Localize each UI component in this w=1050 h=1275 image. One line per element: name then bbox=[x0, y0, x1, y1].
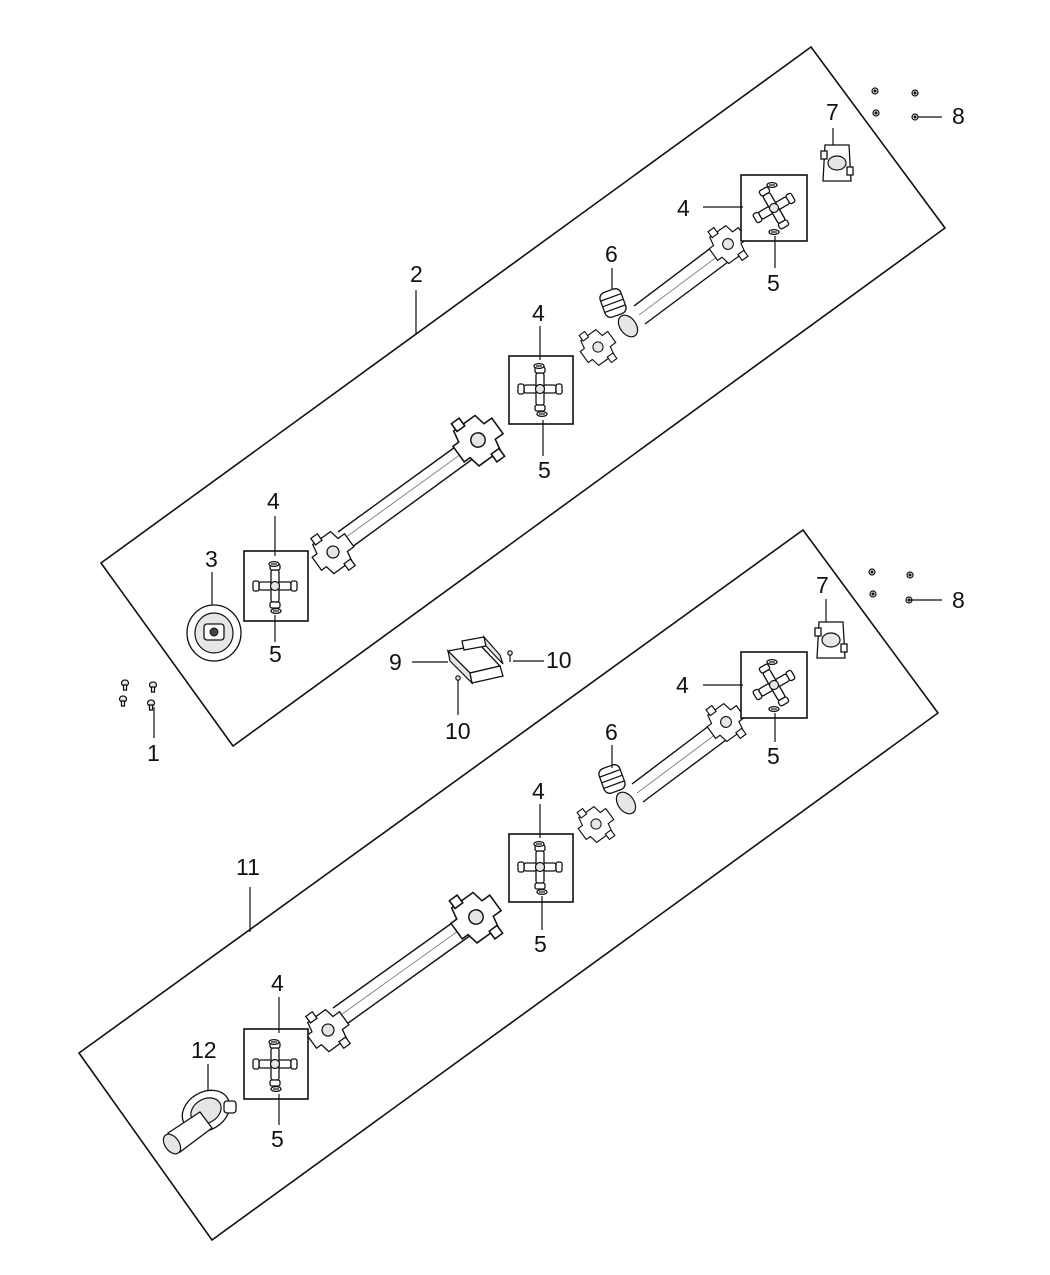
ujoint-kit-lower-left bbox=[243, 1028, 309, 1100]
boot-part-6 bbox=[599, 288, 627, 318]
assembly-11-group bbox=[77, 528, 940, 1242]
callout-5-upper-right: 5 bbox=[767, 270, 780, 296]
callout-2: 2 bbox=[410, 261, 423, 287]
assembly-2-short-shaft bbox=[571, 215, 756, 375]
assembly-2-outline bbox=[99, 45, 947, 748]
nuts-part-8-upper bbox=[871, 87, 919, 121]
callout-6-upper: 6 bbox=[605, 241, 618, 267]
heat-shield-part-9 bbox=[446, 634, 504, 685]
callout-4-lower-right: 4 bbox=[676, 672, 689, 698]
nuts-part-8-lower bbox=[868, 568, 914, 604]
callout-9: 9 bbox=[389, 649, 402, 675]
center-bearing-part-3 bbox=[186, 604, 242, 662]
ujoint-kit-upper-right bbox=[740, 174, 808, 242]
assembly-11-long-shaft bbox=[297, 878, 514, 1062]
boot-part-6-lower bbox=[598, 764, 626, 794]
callout-5-upper-left: 5 bbox=[269, 641, 282, 667]
assembly-2-long-shaft bbox=[302, 401, 516, 584]
flange-part-7 bbox=[820, 144, 854, 182]
callout-7-lower: 7 bbox=[816, 572, 829, 598]
ujoint-kit-lower-right bbox=[740, 651, 808, 719]
callout-3: 3 bbox=[205, 546, 218, 572]
callout-5-lower-right: 5 bbox=[767, 743, 780, 769]
callout-4-upper-right: 4 bbox=[677, 195, 690, 221]
callout-5-lower-middle: 5 bbox=[534, 931, 547, 957]
assembly-2-group bbox=[99, 45, 947, 748]
callout-7-upper: 7 bbox=[826, 99, 839, 125]
callout-5-upper-middle: 5 bbox=[538, 457, 551, 483]
callout-10-bottom: 10 bbox=[445, 718, 471, 744]
callout-4-lower-middle: 4 bbox=[532, 778, 545, 804]
ujoint-kit-upper-middle bbox=[508, 355, 574, 425]
callout-8-upper: 8 bbox=[952, 103, 965, 129]
callout-4-lower-left: 4 bbox=[271, 970, 284, 996]
slip-yoke-part-12 bbox=[162, 1089, 237, 1155]
bolts-part-1 bbox=[118, 679, 158, 711]
callout-4-upper-middle: 4 bbox=[532, 300, 545, 326]
callout-10-right: 10 bbox=[546, 647, 572, 673]
callout-labels: 2 3 4 5 4 5 4 5 6 7 8 1 9 10 10 11 12 4 … bbox=[147, 99, 965, 1152]
ujoint-kit-upper-left bbox=[243, 550, 309, 622]
flange-part-7-lower bbox=[814, 621, 848, 659]
assembly-11-short-shaft bbox=[569, 693, 754, 852]
callout-6-lower: 6 bbox=[605, 719, 618, 745]
callout-5-lower-left: 5 bbox=[271, 1126, 284, 1152]
callout-4-upper-left: 4 bbox=[267, 488, 280, 514]
callout-1: 1 bbox=[147, 740, 160, 766]
callout-8-lower: 8 bbox=[952, 587, 965, 613]
screws-part-10 bbox=[455, 650, 513, 688]
callout-11: 11 bbox=[236, 854, 260, 880]
leader-lines bbox=[153, 116, 942, 1125]
callout-12: 12 bbox=[191, 1037, 217, 1063]
ujoint-kit-lower-middle bbox=[508, 833, 574, 903]
assembly-11-outline bbox=[77, 528, 940, 1242]
